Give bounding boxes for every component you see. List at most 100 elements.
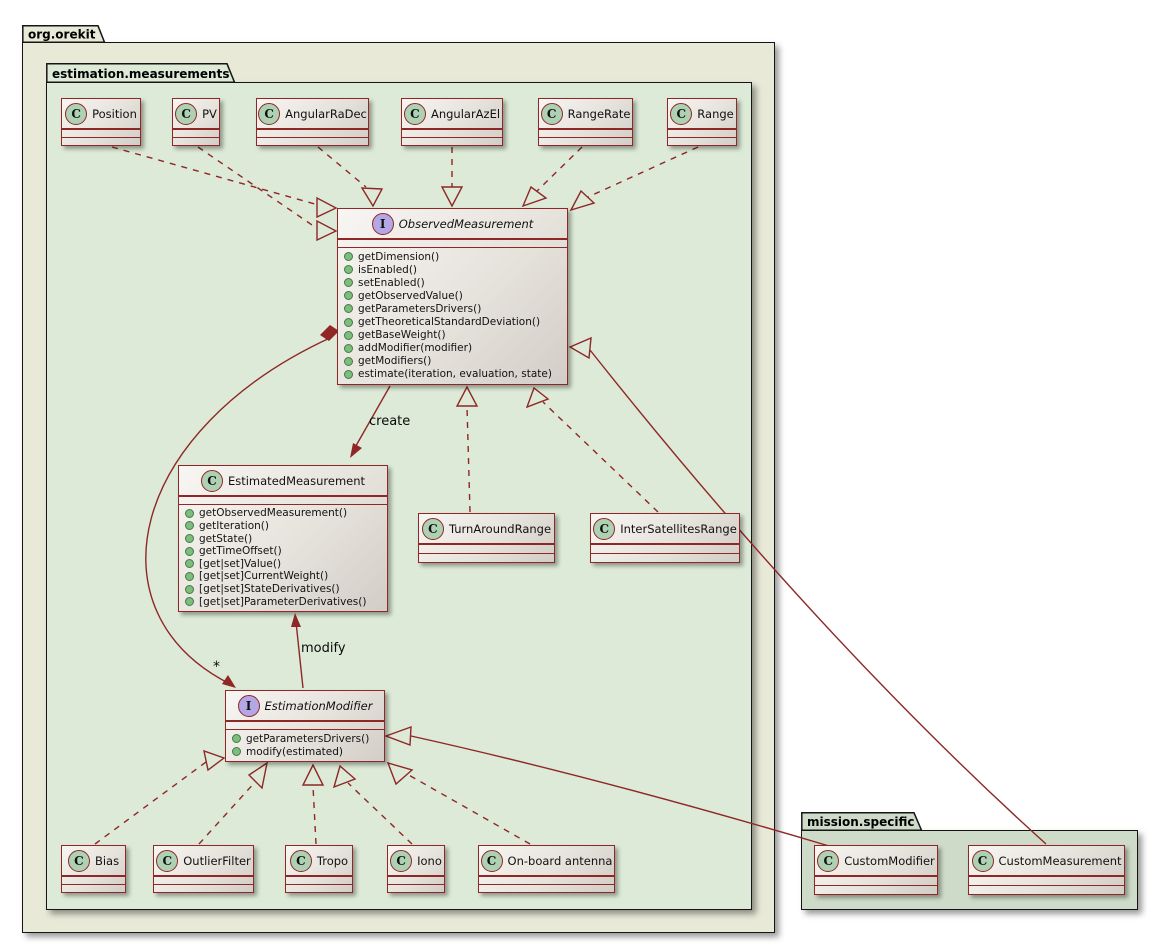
class-header: C Tropo xyxy=(286,846,352,877)
class-name: On-board antenna xyxy=(507,853,613,868)
public-visibility-icon xyxy=(185,508,194,518)
method-label: getObservedValue() xyxy=(358,289,463,302)
class-name: Iono xyxy=(417,853,442,868)
interface-name: ObservedMeasurement xyxy=(398,216,534,231)
class-box-angularazel: C AngularAzEl xyxy=(401,98,503,146)
class-box-onboard-antenna: C On-board antenna xyxy=(478,845,615,893)
class-header: C Bias xyxy=(62,846,125,877)
method-label: [get|set]Value() xyxy=(199,557,282,570)
method-row: estimate(iteration, evaluation, state) xyxy=(344,368,562,380)
fields-compartment xyxy=(591,545,739,554)
class-header: C AngularAzEl xyxy=(402,99,502,130)
class-header: C CustomModifier xyxy=(815,846,937,877)
methods-compartment xyxy=(539,138,632,145)
method-row: getIteration() xyxy=(185,520,382,532)
class-header: C CustomMeasurement xyxy=(969,846,1124,877)
package-tab-estimation-measurements: estimation.measurements xyxy=(46,63,236,83)
class-box-intersatellitesrange: C InterSatellitesRange xyxy=(590,513,740,563)
class-box-iono: C Iono xyxy=(387,845,445,893)
public-visibility-icon xyxy=(185,597,194,607)
class-box-estimatedmeasurement: C EstimatedMeasurement getObservedMeasur… xyxy=(178,465,388,612)
methods-compartment xyxy=(62,138,140,145)
fields-compartment xyxy=(479,877,614,885)
package-tab-shape xyxy=(22,25,106,43)
interface-name: EstimationModifier xyxy=(264,698,373,713)
class-icon: C xyxy=(421,517,444,540)
class-header: C OutlierFilter xyxy=(154,846,253,877)
class-name: EstimatedMeasurement xyxy=(227,473,366,488)
class-name: Bias xyxy=(94,853,120,868)
class-name: AngularRaDec xyxy=(285,106,367,121)
method-row: getModifiers() xyxy=(344,355,562,367)
interface-box-estimationmodifier: I EstimationModifier getParametersDriver… xyxy=(225,690,385,762)
class-header: C PV xyxy=(173,99,219,130)
class-box-custommeasurement: C CustomMeasurement xyxy=(968,845,1125,895)
class-icon: C xyxy=(200,469,223,492)
interface-header: I EstimationModifier xyxy=(226,691,384,722)
public-visibility-icon xyxy=(185,584,194,594)
class-name: InterSatellitesRange xyxy=(620,521,737,536)
edge-label-modify: modify xyxy=(301,641,346,656)
class-box-position: C Position xyxy=(61,98,141,146)
fields-compartment xyxy=(173,130,219,138)
class-icon: C xyxy=(67,849,90,872)
class-name: AngularAzEl xyxy=(430,106,501,121)
class-icon: C xyxy=(817,849,840,872)
method-label: getTheoreticalStandardDeviation() xyxy=(358,316,541,329)
public-visibility-icon xyxy=(344,304,353,314)
method-row: getParametersDrivers() xyxy=(344,303,562,315)
method-row: [get|set]Value() xyxy=(185,558,382,570)
edge-label-create: create xyxy=(369,414,411,429)
method-row: getObservedMeasurement() xyxy=(185,507,382,519)
public-visibility-icon xyxy=(344,343,353,353)
fields-compartment xyxy=(286,877,352,885)
methods-compartment xyxy=(173,138,219,145)
public-visibility-icon xyxy=(344,252,353,262)
methods-compartment xyxy=(969,886,1124,894)
public-visibility-icon xyxy=(344,330,353,340)
interface-header: I ObservedMeasurement xyxy=(338,209,567,240)
class-box-tropo: C Tropo xyxy=(285,845,353,893)
method-label: [get|set]StateDerivatives() xyxy=(199,583,340,596)
fields-compartment xyxy=(815,877,937,886)
class-icon: C xyxy=(65,102,88,125)
public-visibility-icon xyxy=(344,369,353,379)
class-header: C Position xyxy=(62,99,140,130)
class-header: C Range xyxy=(668,99,736,130)
methods-compartment xyxy=(154,885,253,892)
edge-label-multiplicity-star: * xyxy=(213,659,220,675)
method-row: [get|set]StateDerivatives() xyxy=(185,583,382,595)
public-visibility-icon xyxy=(344,317,353,327)
methods-compartment: getParametersDrivers()modify(estimated) xyxy=(226,730,384,761)
public-visibility-icon xyxy=(185,521,194,531)
class-name: Range xyxy=(697,106,734,121)
class-box-angularradec: C AngularRaDec xyxy=(256,98,369,146)
interface-box-observedmeasurement: I ObservedMeasurement getDimension()isEn… xyxy=(337,208,568,385)
class-box-rangerate: C RangeRate xyxy=(538,98,633,146)
class-name: RangeRate xyxy=(567,106,631,121)
fields-compartment xyxy=(402,130,502,138)
method-label: getParametersDrivers() xyxy=(246,732,370,745)
class-icon: C xyxy=(540,102,563,125)
class-icon: C xyxy=(156,849,179,872)
method-row: getParametersDrivers() xyxy=(232,733,379,745)
method-label: addModifier(modifier) xyxy=(358,342,473,355)
methods-compartment xyxy=(257,138,368,145)
method-label: getTimeOffset() xyxy=(199,545,282,558)
method-label: getBaseWeight() xyxy=(358,329,446,342)
methods-compartment xyxy=(402,138,502,145)
class-header: C EstimatedMeasurement xyxy=(179,466,387,497)
class-icon: C xyxy=(258,102,281,125)
method-row: [get|set]CurrentWeight() xyxy=(185,570,382,582)
class-header: C Iono xyxy=(388,846,444,877)
public-visibility-icon xyxy=(232,747,241,756)
fields-compartment xyxy=(338,240,567,248)
class-name: CustomModifier xyxy=(844,853,935,868)
package-title: org.orekit xyxy=(28,28,96,42)
methods-compartment xyxy=(388,885,444,892)
method-row: modify(estimated) xyxy=(232,746,379,758)
fields-compartment xyxy=(62,130,140,138)
method-row: isEnabled() xyxy=(344,264,562,276)
method-label: setEnabled() xyxy=(358,276,425,289)
method-label: getModifiers() xyxy=(358,355,432,368)
